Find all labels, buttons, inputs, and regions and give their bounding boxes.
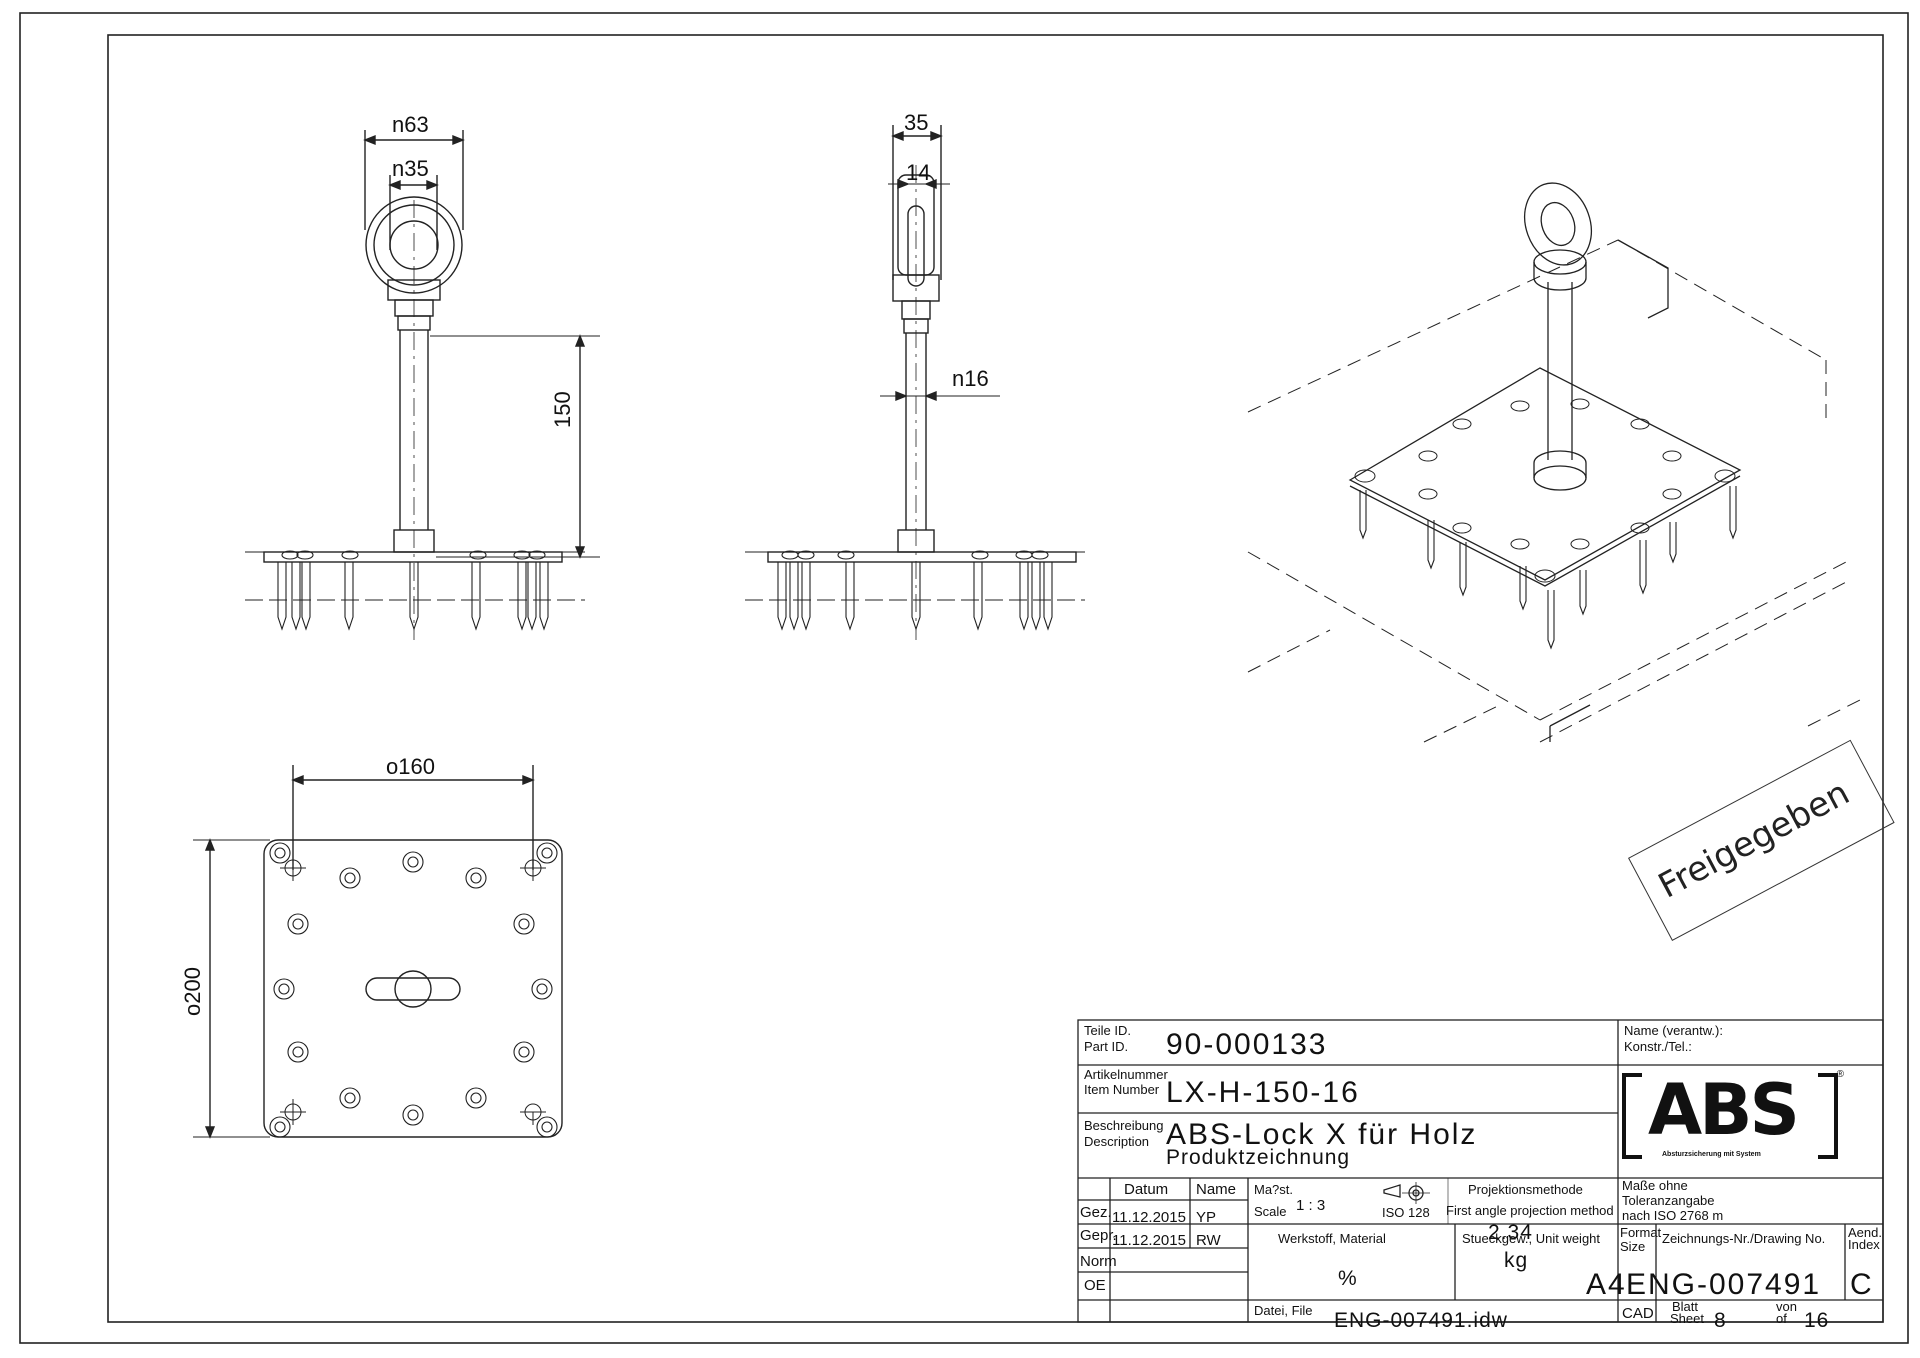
projection-label-de: Projektionsmethode: [1468, 1182, 1583, 1197]
dim-front-height: 150: [550, 391, 575, 428]
norm-label: Norm: [1080, 1253, 1117, 1270]
item-number-label-de: Artikelnummer: [1084, 1067, 1168, 1082]
drawing-no-label: Zeichnungs-Nr./Drawing No.: [1662, 1231, 1826, 1246]
format-value: A4: [1586, 1268, 1627, 1301]
scale-label-de: Ma?st.: [1254, 1182, 1294, 1197]
front-view: [245, 130, 600, 640]
revision-label-en: Index: [1848, 1237, 1880, 1252]
logo-wordmark: ABS: [1648, 1069, 1800, 1151]
format-label-en: Size: [1620, 1239, 1646, 1254]
datum-header: Datum: [1124, 1181, 1169, 1198]
format-label-de: Format: [1620, 1225, 1662, 1240]
revision-label-de: Aend.: [1848, 1225, 1882, 1240]
name-header: Name: [1196, 1181, 1237, 1198]
gez-name: YP: [1196, 1209, 1217, 1226]
logo-bracket-left: [1622, 1073, 1642, 1159]
part-id-label-en: Part ID.: [1084, 1039, 1129, 1054]
gez-label: Gez.: [1080, 1204, 1112, 1221]
of-value: 16: [1804, 1309, 1830, 1332]
cad-label: CAD: [1622, 1305, 1654, 1322]
outer-border: [19, 12, 1909, 1344]
dim-front-ring-outer: n63: [392, 112, 429, 137]
logo-bracket-right: [1818, 1073, 1838, 1159]
tolerance-line2: Toleranzangabe: [1622, 1193, 1715, 1208]
dim-side-inner: 14: [906, 160, 931, 185]
part-id-label-de: Teile ID.: [1084, 1023, 1131, 1038]
of-label-de: von: [1776, 1299, 1797, 1314]
dim-plan-width: o160: [386, 754, 435, 779]
of-label-en: of: [1776, 1311, 1787, 1326]
material-value: %: [1338, 1267, 1358, 1290]
dim-side-rod: n16: [952, 366, 989, 391]
abs-logo: ABS ® Absturzsicherung mit System: [1622, 1069, 1844, 1163]
weight-label: Stueckgew., Unit weight: [1462, 1231, 1601, 1246]
part-id-value: 90-000133: [1166, 1028, 1328, 1061]
description-line2: Produktzeichnung: [1166, 1146, 1351, 1169]
weight-value: 2.34: [1488, 1221, 1533, 1244]
tolerance-line3: nach ISO 2768 m: [1622, 1208, 1724, 1223]
scale-value: 1 : 3: [1296, 1197, 1326, 1214]
tolerance-line1: Maße ohne: [1622, 1178, 1688, 1193]
registered-icon: ®: [1836, 1069, 1844, 1080]
description-label-en: Description: [1084, 1134, 1150, 1149]
side-view: [745, 125, 1085, 640]
file-label: Datei, File: [1254, 1303, 1313, 1318]
sheet-label-de: Blatt: [1672, 1299, 1699, 1314]
weight-unit: kg: [1504, 1249, 1529, 1272]
inner-border: [107, 34, 1884, 1323]
gepr-label: Gepr.: [1080, 1227, 1117, 1244]
iso-label: ISO 128: [1382, 1205, 1430, 1220]
dim-plan-height: o200: [180, 967, 205, 1016]
gez-date: 11.12.2015: [1112, 1209, 1186, 1226]
file-value: ENG-007491.idw: [1334, 1309, 1508, 1332]
dim-front-ring-inner: n35: [392, 156, 429, 181]
item-number-label-en: Item Number: [1084, 1082, 1160, 1097]
description-line1: ABS-Lock X für Holz: [1166, 1118, 1478, 1151]
revision-value: C: [1850, 1268, 1874, 1301]
scale-label-en: Scale: [1254, 1204, 1287, 1219]
projection-label-en: First angle projection method: [1446, 1203, 1614, 1218]
drawing-no-value: ENG-007491: [1626, 1268, 1822, 1301]
responsible-name-label: Name (verantw.):: [1624, 1023, 1723, 1038]
gepr-name: RW: [1196, 1232, 1221, 1249]
oe-label: OE: [1084, 1277, 1106, 1294]
gepr-date: 11.12.2015: [1112, 1232, 1186, 1249]
item-number-value: LX-H-150-16: [1166, 1076, 1360, 1109]
plan-view: [193, 765, 563, 1139]
logo-tagline: Absturzsicherung mit System: [1662, 1151, 1761, 1158]
sheet-value: 8: [1714, 1309, 1727, 1332]
title-block-frame: [1077, 1019, 1884, 1323]
responsible-tel-label: Konstr./Tel.:: [1624, 1039, 1692, 1054]
description-label-de: Beschreibung: [1084, 1118, 1164, 1133]
sheet-label-en: Sheet: [1670, 1311, 1704, 1326]
dim-side-width: 35: [904, 110, 929, 135]
iso-view: [1247, 182, 1861, 743]
material-label: Werkstoff, Material: [1278, 1231, 1386, 1246]
